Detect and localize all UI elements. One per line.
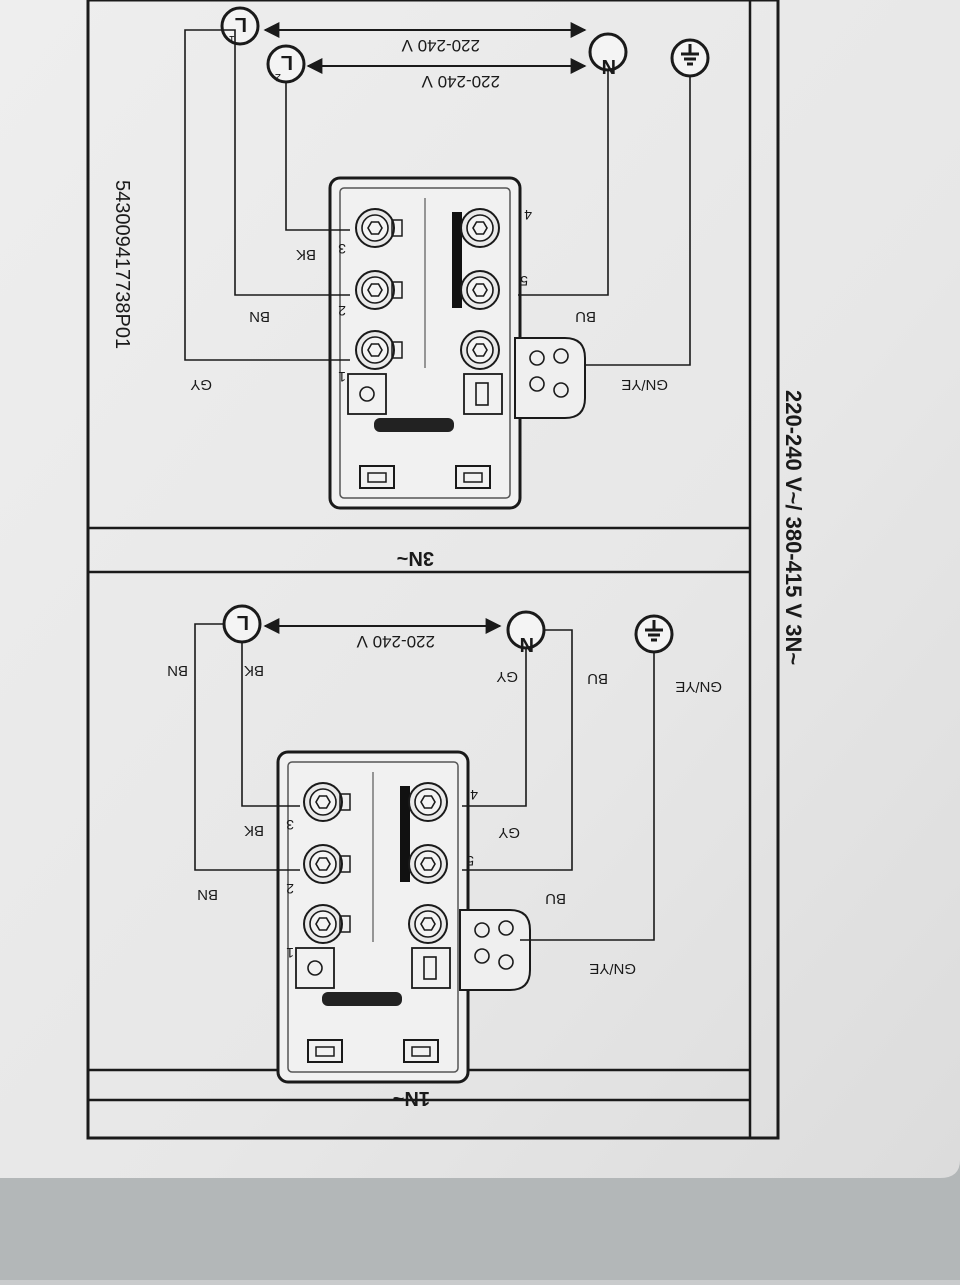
ground-plate-top xyxy=(514,337,586,419)
earth-icon xyxy=(670,38,710,78)
ground-plate-bottom xyxy=(459,909,531,991)
node-l1-label: L xyxy=(235,13,247,35)
node-l2-label: L xyxy=(281,51,293,73)
terminal-num-1: 1 xyxy=(338,369,346,385)
node-n-label: N xyxy=(520,633,534,655)
wire-bu-label: BU xyxy=(545,890,566,907)
node-n-label: N xyxy=(602,55,616,77)
terminal-block-bottom xyxy=(278,752,468,1082)
section-tag-3n: 3N~ xyxy=(397,547,434,569)
node-l-label: L xyxy=(237,611,249,633)
wire-gnye-label: GN/YE xyxy=(621,376,668,393)
wire-bn-label: BN xyxy=(249,308,270,325)
terminal-block-top xyxy=(330,178,520,508)
wires-top xyxy=(184,29,691,366)
voltage-l1-n: 220-240 V xyxy=(401,36,480,55)
terminal-num-2: 2 xyxy=(286,881,294,897)
section-three-phase: 220-240 V 220-240 V L 1 L 2 N xyxy=(184,6,710,508)
wire-bn-label: BN xyxy=(197,886,218,903)
rating-label: 220-240 V~/ 380-415 V 3N~ xyxy=(781,390,806,665)
section-single-phase: 220-240 V L N BN BK GY BU GN/YE xyxy=(167,604,722,1082)
wire-gy-top-label: GY xyxy=(496,668,518,685)
terminal-num-1: 1 xyxy=(286,945,294,961)
wire-gy-label: GY xyxy=(498,824,520,841)
terminal-num-3: 3 xyxy=(286,817,294,833)
wire-gnye-label: GN/YE xyxy=(589,960,636,977)
wire-bu-top-label: BU xyxy=(587,670,608,687)
section-tag-1n: 1N~ xyxy=(393,1087,430,1109)
wires-bottom xyxy=(194,623,655,941)
voltage-l2-n: 220-240 V xyxy=(421,72,500,91)
wire-gnye-top-label: GN/YE xyxy=(675,678,722,695)
terminal-num-5: 5 xyxy=(520,273,528,289)
terminal-num-4: 4 xyxy=(470,787,478,803)
node-l1-sub: 1 xyxy=(229,33,235,45)
voltage-l-n: 220-240 V xyxy=(356,632,435,651)
earth-icon xyxy=(634,614,674,654)
node-l2-sub: 2 xyxy=(275,71,281,83)
wire-gy-label: GY xyxy=(190,376,212,393)
terminal-num-2: 2 xyxy=(338,303,346,319)
terminal-num-5: 5 xyxy=(466,853,474,869)
wire-bk-top-label: BK xyxy=(244,662,264,679)
terminal-num-3: 3 xyxy=(338,241,346,257)
terminal-num-4: 4 xyxy=(524,207,532,223)
part-number: 543009417738P01 xyxy=(111,180,133,349)
wire-bn-top-label: BN xyxy=(167,662,188,679)
wire-bk-label: BK xyxy=(296,246,316,263)
wire-bu-label: BU xyxy=(575,308,596,325)
wire-bk-label: BK xyxy=(244,822,264,839)
